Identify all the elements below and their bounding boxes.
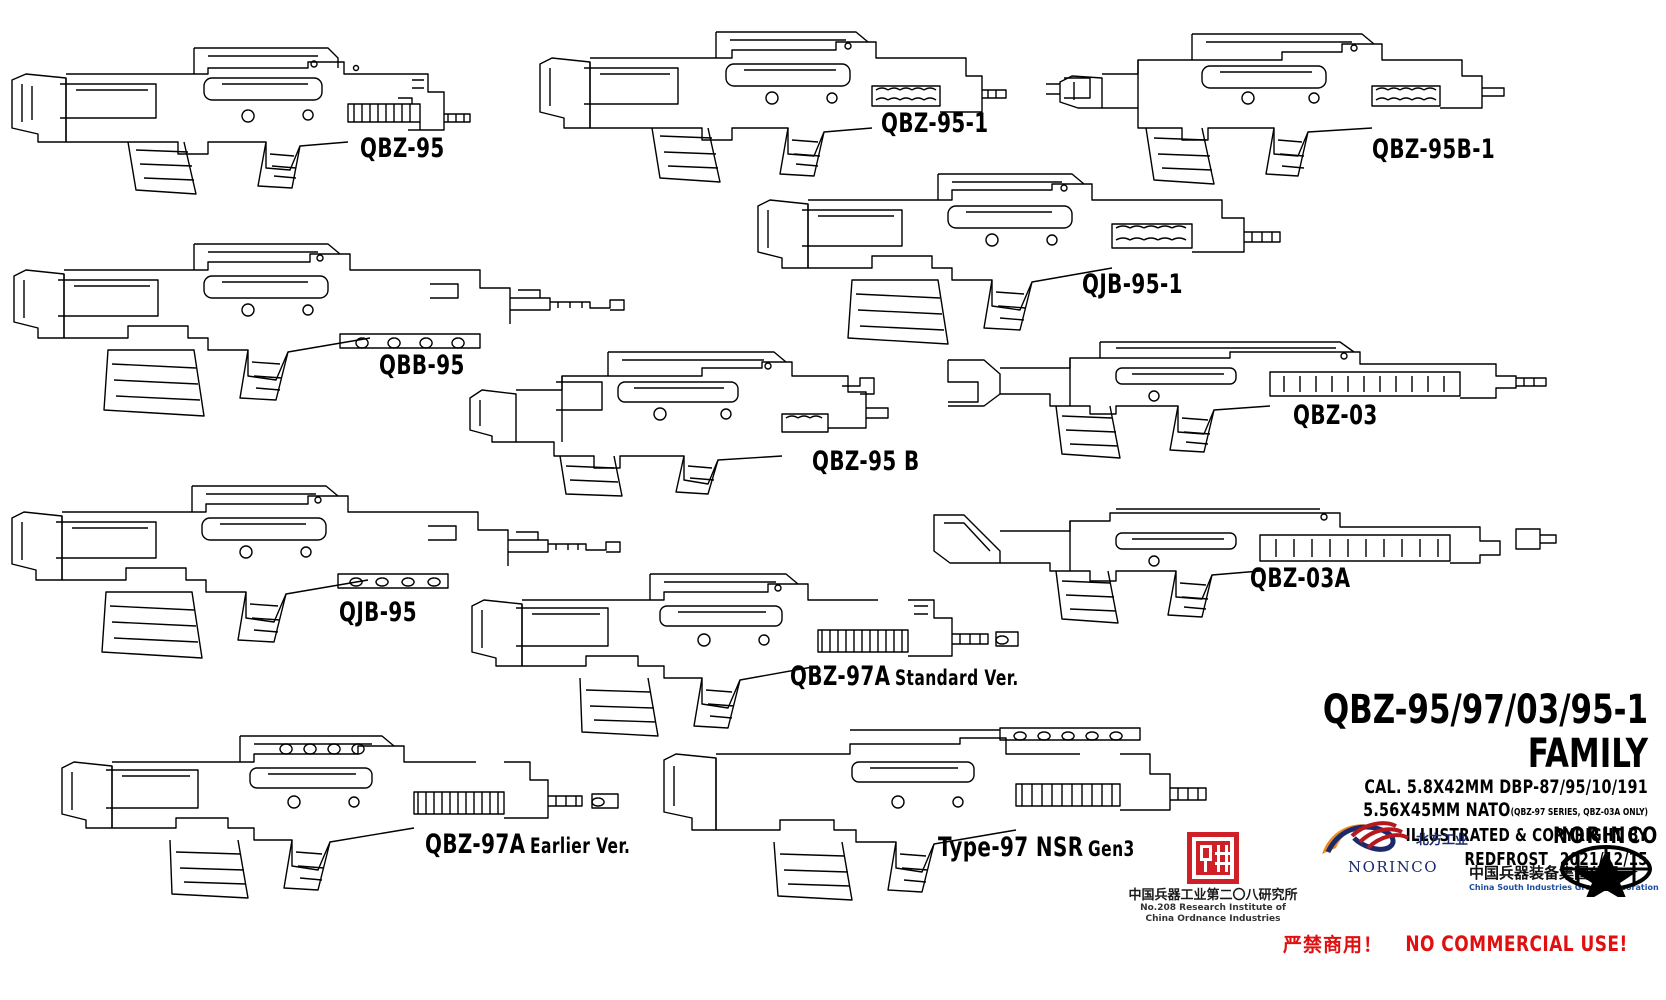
label-qbb-95: QBB-95 [379,350,465,381]
label-qbz-95-b: QBZ-95 B [812,446,920,477]
weapon-name: QBZ-97A [425,829,526,860]
gun-drawing-qbb-95 [10,228,630,428]
spec-line-caliber-58: CAL. 5.8X42MM DBP-87/95/10/191 [1364,776,1648,798]
credit-line: ILLUSTRATED & COPYRIGHT BY REDFROST2021/… [1228,824,1648,872]
weapon-variant: Gen3 [1088,837,1135,861]
label-qjb-95-1: QJB-95-1 [1082,269,1183,300]
label-qjb-95: QJB-95 [339,597,417,628]
institute-208-en-line-1: No.208 Research Institute of [1140,903,1286,913]
label-qbz-97a-standard: QBZ-97A Standard Ver. [790,661,1019,692]
label-qbz-03a: QBZ-03A [1250,563,1350,594]
weapon-variant: Standard Ver. [894,666,1019,690]
label-type-97-nsr-gen3: Type-97 NSR Gen3 [938,832,1135,863]
gun-drawing-qbz-03 [940,336,1560,466]
weapon-name: QBZ-97A [790,661,891,692]
label-qbz-95: QBZ-95 [360,133,445,164]
weapon-name: QJB-95-1 [1082,269,1183,300]
label-qbz-03: QBZ-03 [1293,400,1378,431]
poster-title: QBZ-95/97/03/95-1 FAMILY [1322,687,1648,777]
gun-drawing-qbz-97a-standard [468,560,1028,740]
norinco-swoosh-icon: 北方工业 [1322,821,1468,854]
weapon-name: QBZ-03 [1293,400,1378,431]
norinco-star-wordmark: NORINCO [1552,824,1660,849]
gun-drawing-qbz-95-b [462,338,892,498]
gun-drawing-qbz-95b-1 [1042,16,1512,191]
logo-norinco: 北方工业 NORINCO [1318,818,1468,876]
no-commercial-use-warning: 严禁商用！ NO COMMERCIAL USE! [1283,930,1640,957]
weapon-name: QBZ-95-1 [881,108,989,139]
weapon-name: QBZ-95 [360,133,445,164]
warning-en: NO COMMERCIAL USE! [1405,932,1628,956]
csgc-en-name: China South Industries Group Corporation [1469,883,1659,892]
label-qbz-95b-1: QBZ-95B-1 [1372,134,1495,165]
spec-line-caliber-556: 5.56X45MM NATO(QBZ-97 SERIES, QBZ-03A ON… [1228,799,1648,824]
label-qbz-97a-earlier: QBZ-97A Earlier Ver. [425,829,630,860]
spec-nato-note: (QBZ-97 SERIES, QBZ-03A ONLY) [1510,807,1648,818]
svg-text:北方工业: 北方工业 [1416,832,1468,848]
label-qbz-95-1: QBZ-95-1 [881,108,989,139]
weapon-name: QBZ-95 B [812,446,920,477]
institute-208-en-line-2: China Ordnance Industries [1145,914,1281,924]
spec-nato-main: 5.56X45MM NATO [1363,799,1511,821]
gun-drawing-qbz-95 [8,18,478,195]
gun-drawing-qjb-95 [8,470,628,670]
weapon-name: QBB-95 [379,350,465,381]
institute-208-cn-name: 中国兵器工业第二〇八研究所 [1128,888,1298,903]
norinco-star-icon [1559,845,1653,897]
gun-drawing-qbz-03a [920,505,1560,635]
weapon-name: QBZ-95B-1 [1372,134,1496,165]
institute-208-seal-icon [1187,832,1239,884]
gun-drawing-qjb-95-1 [752,160,1292,350]
title-block: QBZ-95/97/03/95-1 FAMILY CAL. 5.8X42MM D… [1148,688,1648,872]
weapon-name: Type-97 NSR [938,832,1084,863]
logo-institute-208: 中国兵器工业第二〇八研究所 No.208 Research Institute … [1118,832,1308,925]
gun-drawing-qbz-95-1 [536,12,1016,187]
warning-cn: 严禁商用！ [1282,934,1383,956]
weapon-name: QBZ-03A [1250,563,1351,594]
logo-norinco-star: NORINCO [1546,824,1666,897]
weapon-name: QJB-95 [339,597,417,628]
norinco-wordmark: NORINCO [1347,858,1439,876]
weapon-variant: Earlier Ver. [529,834,631,858]
gun-drawing-qbz-97a-earlier [58,722,628,902]
gun-drawing-type-97-nsr-gen3 [660,722,1220,902]
logo-row: 中国兵器工业第二〇八研究所 No.208 Research Institute … [1118,821,1666,932]
credit-text: ILLUSTRATED & COPYRIGHT BY REDFROST [1405,825,1648,870]
